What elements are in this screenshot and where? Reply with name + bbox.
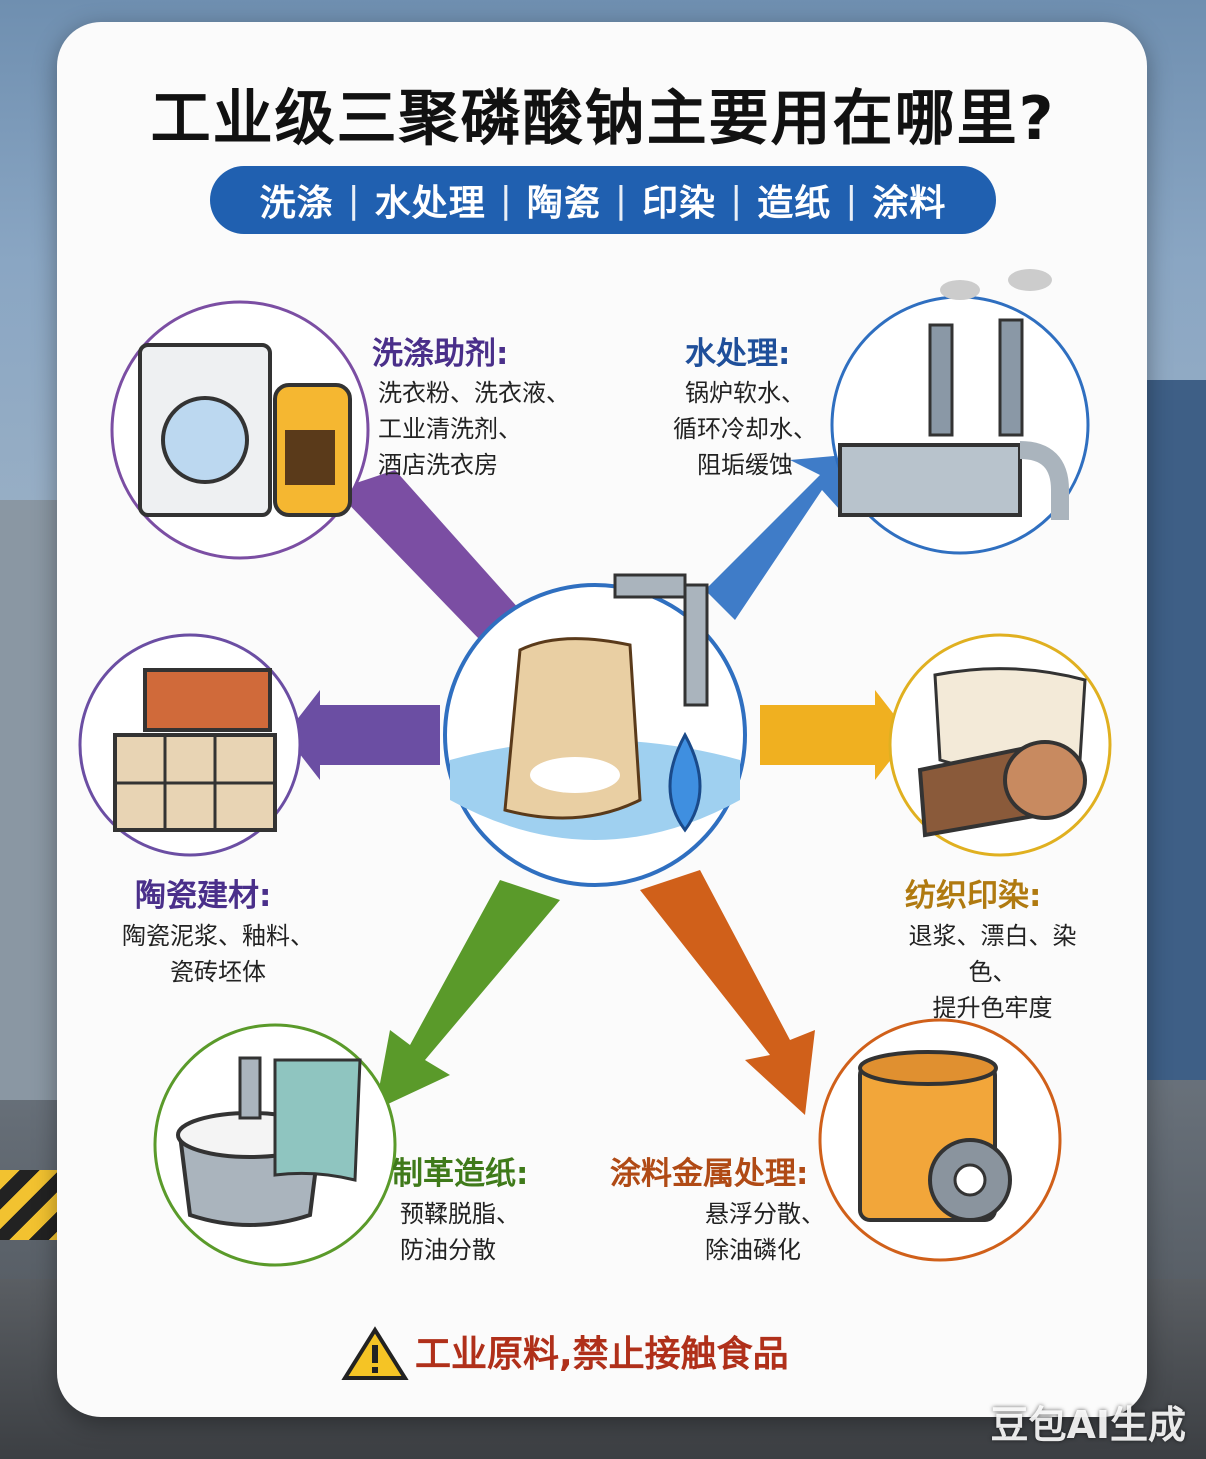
desc-ceramic: 陶瓷泥浆、釉料、 瓷砖坯体 [118, 918, 318, 990]
desc-textile-line-1: 退浆、漂白、染色、 [908, 922, 1077, 986]
watermark: 豆包AI生成 [990, 1403, 1186, 1447]
warning-icon [341, 1326, 409, 1380]
desc-textile-line-2: 提升色牢度 [932, 994, 1053, 1022]
desc-detergent-line-3: 酒店洗衣房 [378, 451, 498, 479]
desc-water-line-2: 循环冷却水、 [673, 415, 817, 443]
tag-coating: 涂料 [872, 183, 947, 224]
desc-detergent-line-2: 工业清洗剂、 [378, 415, 522, 443]
desc-coating: 悬浮分散、 除油磷化 [705, 1196, 825, 1268]
desc-detergent-line-1: 洗衣粉、洗衣液、 [378, 379, 570, 407]
background-building-right [1140, 380, 1206, 1080]
desc-water: 锅炉软水、 循环冷却水、 阻垢缓蚀 [670, 375, 820, 483]
tag-detergent: 洗涤 [259, 183, 334, 224]
tanning-vat-icon [153, 1023, 397, 1267]
page-title: 工业级三聚磷酸钠主要用在哪里? [150, 84, 1056, 154]
label-textile: 纺织印染: [905, 878, 1042, 914]
fabric-roll-icon [888, 633, 1112, 857]
category-pill: 洗涤| 水处理| 陶瓷| 印染| 造纸| 涂料 [210, 166, 996, 234]
tag-paper: 造纸 [757, 183, 832, 224]
background-hazard-stripe [0, 1170, 60, 1240]
label-detergent: 洗涤助剂: [372, 336, 509, 372]
center-sodium-bag-icon [443, 573, 747, 887]
arrow-detergent [335, 470, 520, 640]
desc-coating-line-1: 悬浮分散、 [705, 1200, 825, 1228]
desc-ceramic-line-1: 陶瓷泥浆、釉料、 [122, 922, 314, 950]
label-coating: 涂料金属处理: [610, 1156, 809, 1192]
background-building-left [0, 500, 60, 1100]
arrow-paper [375, 880, 560, 1110]
tag-dyeing: 印染 [642, 183, 717, 224]
label-water: 水处理: [685, 336, 791, 372]
warning-text: 工业原料,禁止接触食品 [415, 1334, 789, 1375]
tag-water: 水处理 [374, 183, 486, 224]
desc-water-line-1: 锅炉软水、 [685, 379, 805, 407]
water-plant-icon [830, 269, 1090, 555]
arrow-coating [640, 870, 815, 1115]
arrow-ceramic [285, 690, 440, 780]
desc-ceramic-line-2: 瓷砖坯体 [170, 958, 266, 986]
desc-paper: 预鞣脱脂、 防油分散 [400, 1196, 520, 1268]
desc-water-line-3: 阻垢缓蚀 [697, 451, 793, 479]
bricks-icon [78, 633, 302, 857]
paint-can-gear-icon [818, 1018, 1062, 1262]
desc-paper-line-2: 防油分散 [400, 1236, 496, 1264]
arrow-textile [760, 690, 910, 780]
desc-textile: 退浆、漂白、染色、 提升色牢度 [885, 918, 1100, 1026]
label-paper: 制革造纸: [392, 1156, 529, 1192]
desc-coating-line-2: 除油磷化 [705, 1236, 801, 1264]
desc-detergent: 洗衣粉、洗衣液、 工业清洗剂、 酒店洗衣房 [378, 375, 570, 483]
desc-paper-line-1: 预鞣脱脂、 [400, 1200, 520, 1228]
arrow-water [705, 455, 845, 620]
tag-ceramic: 陶瓷 [526, 183, 601, 224]
label-ceramic: 陶瓷建材: [135, 878, 272, 914]
washing-machine-icon [110, 300, 370, 560]
